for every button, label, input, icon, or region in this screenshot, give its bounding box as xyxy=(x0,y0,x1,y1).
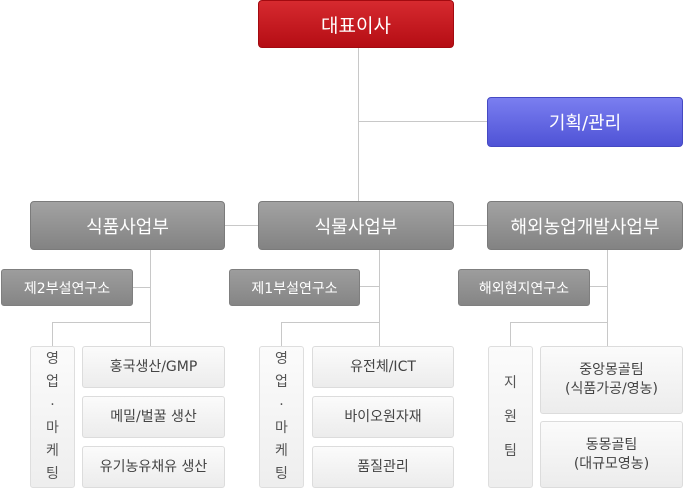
team-box: 바이오원자재 xyxy=(312,396,454,438)
sales-marketing-box: 영 업 · 마 케 팅 xyxy=(30,346,75,488)
team-sublabel: (식품가공/영농) xyxy=(565,381,658,397)
lab-box-overseas: 해외현지연구소 xyxy=(458,269,590,306)
team-box: 품질관리 xyxy=(312,446,454,488)
lab-label: 해외현지연구소 xyxy=(478,280,570,297)
vertical-char: 업 xyxy=(46,374,59,390)
team-box: 유기농유채유 생산 xyxy=(82,446,225,488)
support-team-box: 지 원 팀 xyxy=(488,346,533,488)
vertical-char: 팅 xyxy=(46,466,59,482)
lab-label: 제2부설연구소 xyxy=(23,280,111,297)
ceo-label: 대표이사 xyxy=(321,14,391,37)
team-box: 동몽골팀 (대규모영농) xyxy=(540,421,683,488)
vertical-char: 케 xyxy=(46,443,59,459)
team-label: 홍국생산/GMP xyxy=(109,358,198,375)
division-label: 식물사업부 xyxy=(314,216,398,238)
team-label: 품질관리 xyxy=(357,458,409,475)
ceo-box: 대표이사 xyxy=(258,0,454,48)
vertical-char: 원 xyxy=(504,409,517,425)
vertical-char: 팅 xyxy=(275,466,288,482)
vertical-char: 업 xyxy=(275,374,288,390)
division-overseas: 해외농업개발사업부 xyxy=(487,201,683,250)
team-box: 중앙몽골팀 (식품가공/영농) xyxy=(540,346,683,414)
team-label: 바이오원자재 xyxy=(344,408,422,425)
division-label: 해외농업개발사업부 xyxy=(510,216,660,238)
team-label: 유기농유채유 생산 xyxy=(99,458,208,475)
division-food: 식품사업부 xyxy=(30,201,225,250)
lab-box-2: 제2부설연구소 xyxy=(1,269,133,306)
planning-box: 기획/관리 xyxy=(487,97,683,147)
vertical-char: 팀 xyxy=(504,443,517,459)
planning-label: 기획/관리 xyxy=(548,113,622,134)
vertical-char: 영 xyxy=(275,351,288,367)
team-label: 유전체/ICT xyxy=(350,358,416,375)
vertical-char: · xyxy=(279,397,284,413)
vertical-char: 케 xyxy=(275,443,288,459)
lab-box-1: 제1부설연구소 xyxy=(229,269,360,306)
vertical-char: 마 xyxy=(46,420,59,436)
team-sublabel: (대규모영농) xyxy=(573,455,650,472)
team-box: 메밀/벌꿀 생산 xyxy=(82,396,225,438)
sales-marketing-box: 영 업 · 마 케 팅 xyxy=(259,346,304,488)
vertical-char: · xyxy=(50,397,55,413)
division-plant: 식물사업부 xyxy=(258,201,454,250)
division-label: 식품사업부 xyxy=(86,216,169,238)
vertical-char: 지 xyxy=(504,375,517,391)
lab-label: 제1부설연구소 xyxy=(251,280,338,297)
team-label: 중앙몽골팀 xyxy=(579,362,644,378)
team-box: 유전체/ICT xyxy=(312,346,454,388)
team-label: 동몽골팀 xyxy=(585,436,638,453)
vertical-char: 영 xyxy=(46,351,59,367)
team-box: 홍국생산/GMP xyxy=(82,346,225,388)
vertical-char: 마 xyxy=(275,420,288,436)
team-label: 메밀/벌꿀 생산 xyxy=(110,408,197,425)
